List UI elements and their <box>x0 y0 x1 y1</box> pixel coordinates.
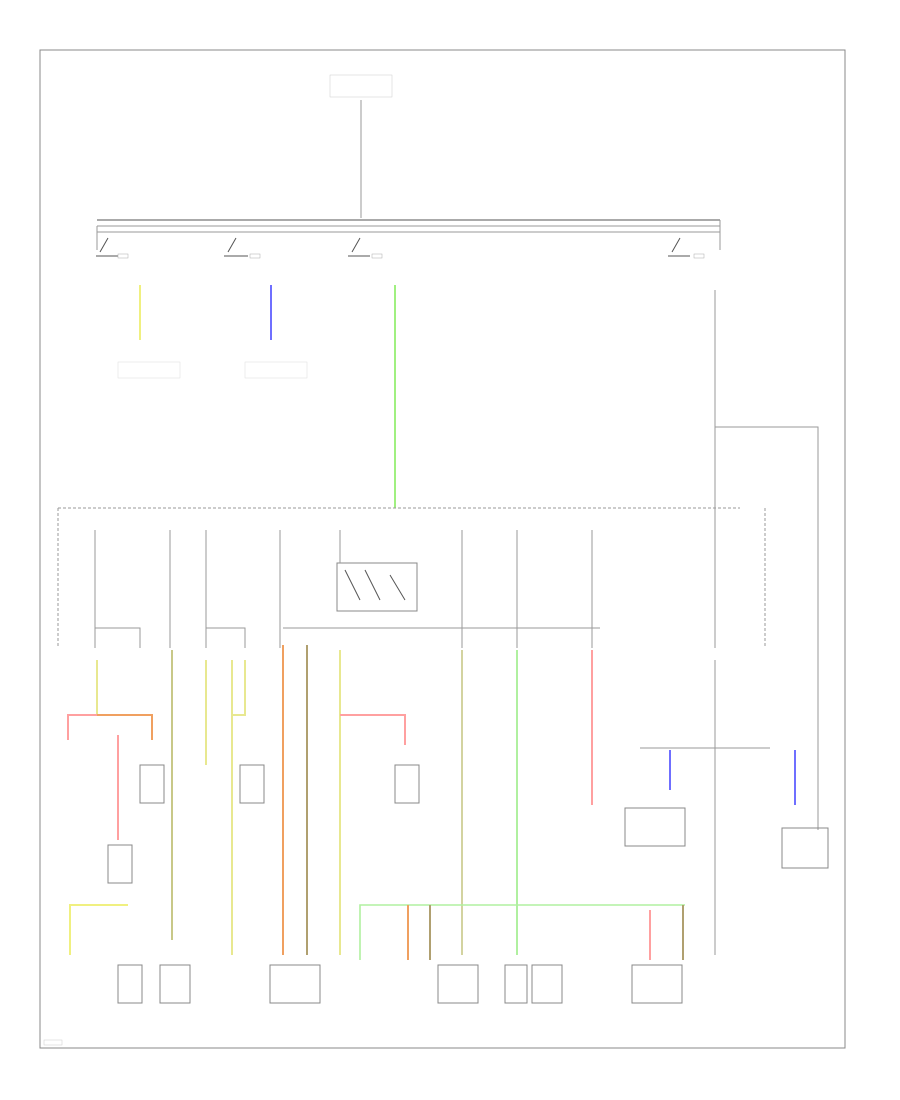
fuse-switch-2 <box>224 237 261 259</box>
wire-orange-a <box>97 714 153 740</box>
wire-light-yellow-d <box>232 660 246 716</box>
wire-pink-a <box>67 714 97 740</box>
component-boxes <box>107 764 829 1004</box>
wire-black-right-spur <box>715 426 819 830</box>
relay-box <box>336 562 418 612</box>
connector-upper-left <box>117 361 181 379</box>
connector-upper-mid <box>244 361 308 379</box>
wire-light-green-lower <box>359 904 685 960</box>
diagram-frame <box>39 49 846 1049</box>
main-bus <box>96 219 721 250</box>
fuse-switch-1 <box>96 237 129 259</box>
fuse-switch-3 <box>348 237 383 259</box>
fuse-switch-4 <box>668 237 705 259</box>
battery-source <box>329 74 393 218</box>
junction-verticals <box>94 530 593 648</box>
wire-yellow-lower <box>69 904 128 955</box>
wire-pink-c <box>340 714 406 745</box>
footer-id <box>43 1039 63 1046</box>
